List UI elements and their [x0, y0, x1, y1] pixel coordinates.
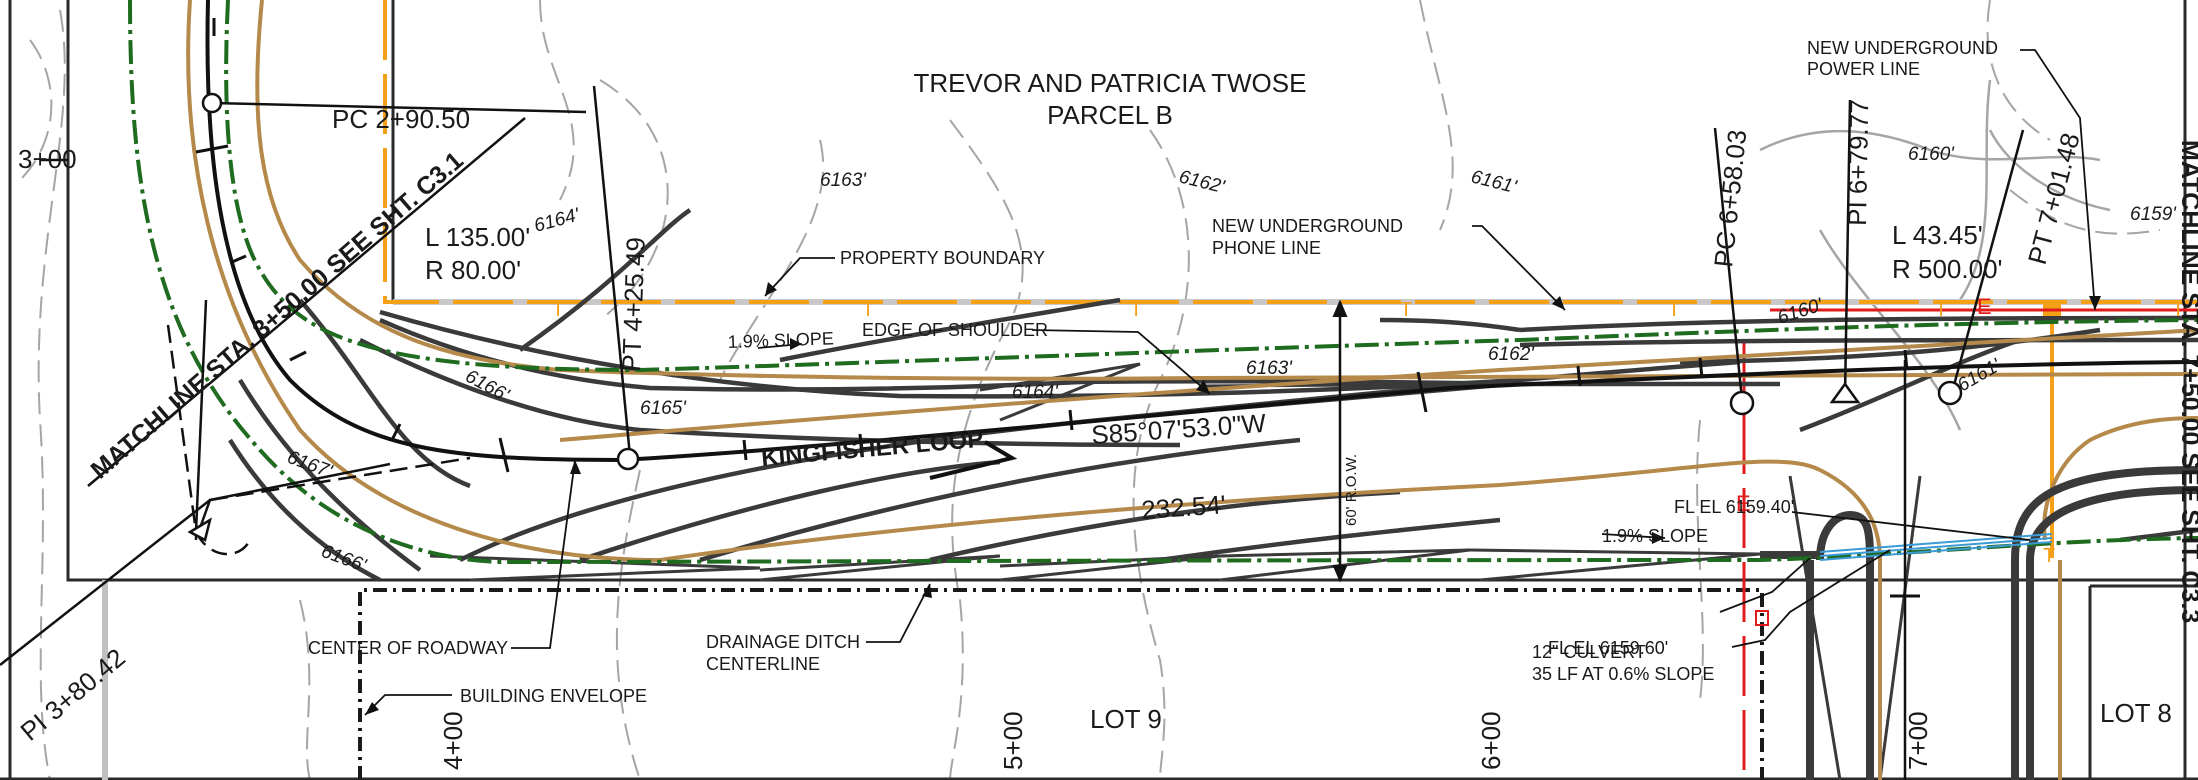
lot-8-label: LOT 8 [2100, 698, 2172, 728]
contour-label: 6165' [640, 398, 687, 419]
curve-markers [187, 92, 1963, 542]
contour-label: 6164' [1012, 382, 1059, 403]
new-power-label-2: POWER LINE [1807, 59, 1920, 79]
property-boundary-label: PROPERTY BOUNDARY [840, 248, 1045, 268]
existing-contours [19, 0, 2161, 780]
parcel-owner: TREVOR AND PATRICIA TWOSE [914, 68, 1307, 98]
new-phone-label-1: NEW UNDERGROUND [1212, 216, 1403, 236]
contour-label: 6163' [1246, 358, 1293, 379]
drainage-label-1: DRAINAGE DITCH [706, 632, 860, 652]
pc-290-label: PC 2+90.50 [332, 104, 470, 134]
contour-label: 6160' [1908, 144, 1955, 165]
road-centerline [205, 0, 2198, 463]
fl-lower-label: FL EL 6159.60' [1548, 638, 1668, 658]
contour-label: 6162' [1488, 344, 1535, 365]
power-line-markers: E E [1736, 294, 1992, 516]
phone-marker: T [552, 299, 564, 321]
electric-marker: E [1977, 294, 1992, 319]
phone-marker: T [2043, 545, 2055, 567]
center-of-roadway-label: CENTER OF ROADWAY [308, 638, 508, 658]
pc-658-label: PC 6+58.03 [1708, 128, 1752, 268]
leader-arrowheads [365, 282, 2101, 715]
lot-9-label: LOT 9 [1090, 704, 1162, 734]
phone-marker: T [2172, 299, 2184, 321]
phone-marker: T [1130, 299, 1142, 321]
pi-679-label: PI 6+79.77 [1842, 99, 1874, 226]
culvert [1819, 533, 2053, 561]
station-3: 3+00 [18, 144, 77, 174]
contour-label: 6162' [1177, 166, 1228, 198]
bearing-label: S85°07'53.0"W [1090, 408, 1267, 450]
curve1-length: L 135.00' [425, 222, 530, 252]
fl-upper-label: FL EL 6159.40' [1674, 497, 1794, 517]
distance-label: 232.54' [1140, 489, 1226, 525]
parcel-name: PARCEL B [1047, 100, 1173, 130]
phone-line-markers: T T T T T T T T [552, 299, 2184, 567]
station-4: 4+00 [438, 711, 468, 770]
contour-label: 6166' [318, 541, 370, 577]
contour-label: 6167' [284, 447, 336, 483]
culvert-label-2: 35 LF AT 0.6% SLOPE [1532, 664, 1714, 684]
curve1-radius: R 80.00' [425, 255, 521, 285]
contour-label: 6161' [1469, 166, 1520, 198]
contour-label: 6163' [820, 170, 867, 191]
new-power-label-1: NEW UNDERGROUND [1807, 38, 1998, 58]
pt-701-label: PT 7+01.48 [2022, 130, 2086, 268]
power-line [1742, 308, 2198, 780]
matchline-right: MATCHLINE STA. 7+50.00 SEE SHT. C3.3 [2176, 140, 2198, 623]
drainage-label-2: CENTERLINE [706, 654, 820, 674]
row-label: 60' R.O.W. [1343, 454, 1360, 526]
phone-marker: T [1935, 299, 1947, 321]
station-6: 6+00 [1476, 711, 1506, 770]
row-dimension [1332, 299, 1348, 583]
station-5: 5+00 [998, 711, 1028, 770]
phone-marker: T [862, 299, 874, 321]
centerline-ticks [195, 18, 1909, 473]
electric-marker: E [1736, 491, 1751, 516]
edge-of-shoulder-label: EDGE OF SHOULDER [862, 320, 1048, 340]
phone-marker: T [1400, 299, 1412, 321]
building-envelope [358, 588, 1764, 780]
pi-380-label: PI 3+80.42 [15, 642, 131, 746]
culvert-label-1-visible: 12" CULVERT [1532, 642, 1646, 662]
curve2-radius: R 500.00' [1892, 254, 2003, 284]
contour-label: 6164' [532, 204, 583, 237]
building-envelope-label: BUILDING ENVELOPE [460, 686, 647, 706]
drainage-ditch-centerline [128, 0, 2198, 565]
station-7: 7+00 [1903, 711, 1933, 770]
direction-arrow [929, 440, 1018, 480]
ditch-banks [1760, 466, 2198, 780]
new-phone-label-2: PHONE LINE [1212, 238, 1321, 258]
contour-label: 6159' [2130, 204, 2177, 225]
pt-425-label: PT 4+25.49 [616, 237, 651, 373]
leader-lines [364, 49, 2096, 716]
phone-marker: T [1668, 299, 1680, 321]
slope-label-bottom: 1.9% SLOPE [1602, 526, 1708, 546]
slope-label-top: 1.9% SLOPE [727, 328, 834, 352]
curve2-length: L 43.45' [1892, 220, 1983, 250]
